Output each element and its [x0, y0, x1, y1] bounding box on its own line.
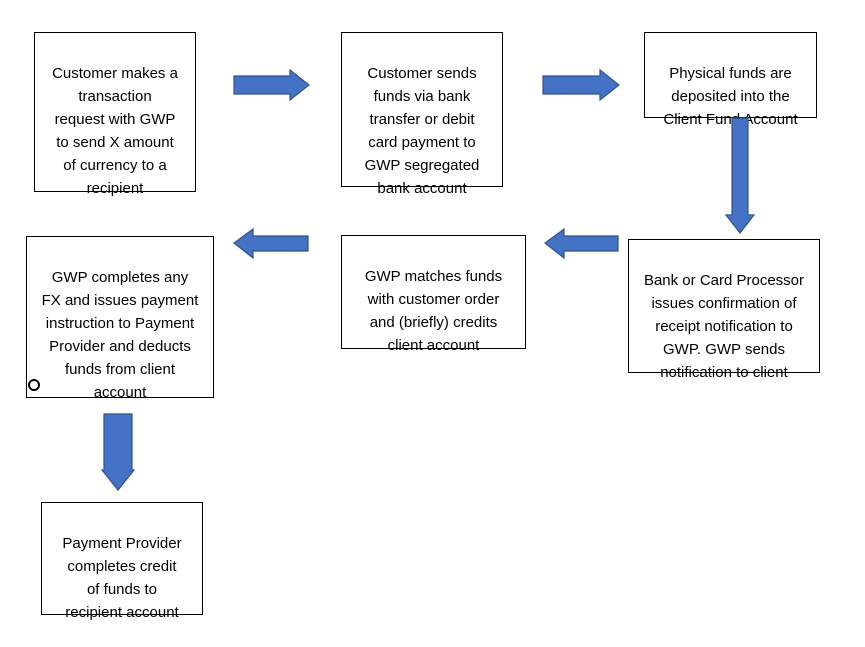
step-customer-request-text: Customer makes a transaction request wit… [52, 65, 178, 197]
step-customer-sends-funds: Customer sends funds via bank transfer o… [341, 32, 503, 197]
step-gwp-completes-fx-text: GWP completes any FX and issues payment … [41, 269, 199, 401]
step-customer-request: Customer makes a transaction request wit… [34, 32, 196, 197]
arrow-right-icon [233, 68, 310, 102]
step-gwp-matches-funds-text: GWP matches funds with customer order an… [364, 268, 503, 354]
rotation-handle[interactable] [28, 379, 40, 391]
step-gwp-completes-fx[interactable]: GWP completes any FX and issues payment … [26, 236, 214, 401]
step-processor-confirmation-text: Bank or Card Processor issues confirmati… [643, 272, 805, 381]
arrow-left-icon [233, 227, 309, 260]
step-customer-sends-funds-text: Customer sends funds via bank transfer o… [364, 65, 480, 197]
arrow-left-icon [544, 227, 619, 260]
arrow-right-icon [542, 68, 620, 102]
step-gwp-matches-funds: GWP matches funds with customer order an… [341, 235, 526, 354]
step-funds-deposited: Physical funds are deposited into the Cl… [644, 32, 817, 128]
step-funds-deposited-text: Physical funds are deposited into the Cl… [663, 65, 798, 128]
step-provider-credit: Payment Provider completes credit of fun… [41, 502, 203, 621]
step-provider-credit-text: Payment Provider completes credit of fun… [62, 535, 182, 621]
step-processor-confirmation: Bank or Card Processor issues confirmati… [628, 239, 820, 381]
